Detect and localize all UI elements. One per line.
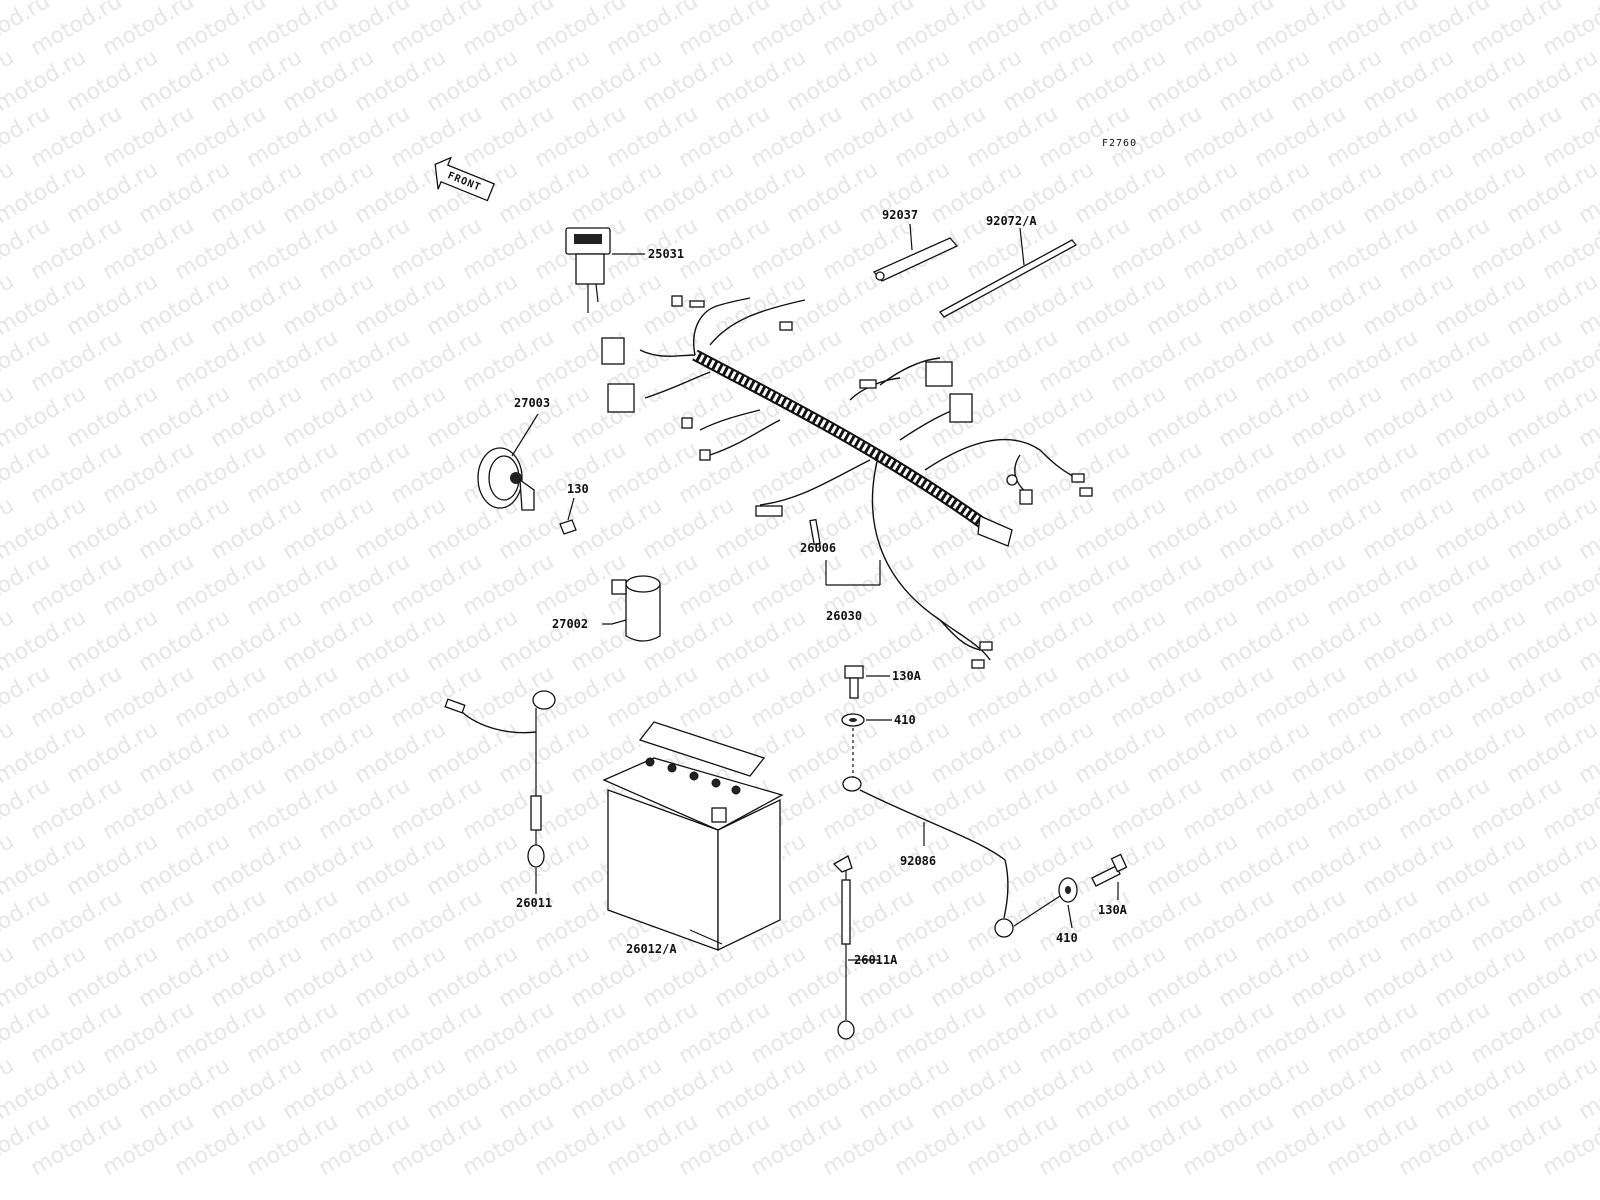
label-130: 130 xyxy=(567,482,589,496)
figure-code: F2760 xyxy=(1102,138,1137,149)
battery-cable-right-part xyxy=(832,855,880,1040)
label-130a-bottom: 130A xyxy=(1098,903,1128,917)
bolt-130a-bottom-part xyxy=(1091,853,1128,900)
bolt-130-part xyxy=(559,497,577,535)
main-harness-part xyxy=(601,295,1093,669)
ground-cable-part xyxy=(842,728,1014,938)
front-arrow: FRONT xyxy=(434,156,496,202)
bolt-130a-top-part xyxy=(844,665,890,699)
label-27003: 27003 xyxy=(514,396,550,410)
battery-cable-left-part xyxy=(444,690,556,894)
label-26030: 26030 xyxy=(826,609,862,623)
washer-410-top-part xyxy=(841,713,892,727)
fuse-part xyxy=(809,518,821,546)
label-26006: 26006 xyxy=(800,541,836,555)
label-26012a: 26012/A xyxy=(626,942,677,956)
battery-part xyxy=(602,721,784,952)
washer-410-bottom-part xyxy=(1013,877,1078,929)
hour-meter-part xyxy=(565,227,645,313)
label-26011a: 26011A xyxy=(854,953,898,967)
band-part xyxy=(939,227,1077,318)
label-27002: 27002 xyxy=(552,617,588,631)
label-410-bottom: 410 xyxy=(1056,931,1078,945)
watermark-text: motod.ru xyxy=(1575,0,1600,5)
label-92072a: 92072/A xyxy=(986,214,1037,228)
clamp-part xyxy=(872,223,959,282)
label-92037: 92037 xyxy=(882,208,918,222)
relay-part xyxy=(602,575,661,642)
label-410-top: 410 xyxy=(894,713,916,727)
label-25031: 25031 xyxy=(648,247,684,261)
label-26011: 26011 xyxy=(516,896,552,910)
label-92086: 92086 xyxy=(900,854,936,868)
horn-part xyxy=(477,413,539,511)
label-130a-top: 130A xyxy=(892,669,922,683)
